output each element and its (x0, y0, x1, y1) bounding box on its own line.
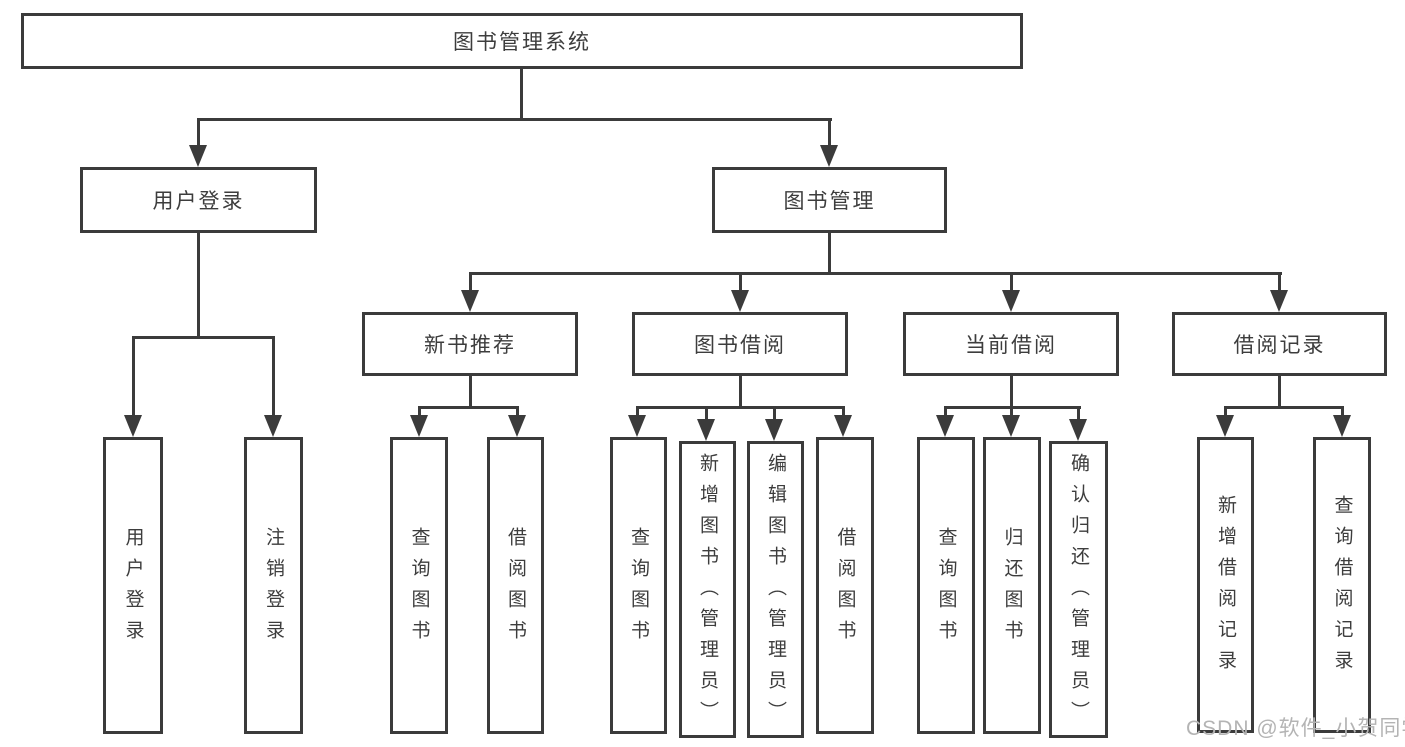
arrow-down-icon (697, 419, 715, 441)
node-label: 用户登录 (152, 190, 245, 213)
node-borrowing-records: 借阅记录 (1172, 312, 1387, 376)
connector-drop (1224, 409, 1227, 416)
connector-drop (1010, 275, 1013, 290)
arrow-down-icon (936, 415, 954, 437)
leaf-label: 查询图书 (628, 526, 649, 651)
leaf-label: 新增图书（管理员） (697, 453, 718, 732)
connector-drop (828, 121, 831, 145)
connector-stem (469, 376, 472, 406)
arrow-down-icon (508, 415, 526, 437)
node-user-login: 用户登录 (80, 167, 317, 233)
leaf-label: 查询借阅记录 (1331, 495, 1353, 681)
connector-hbar (944, 406, 1081, 409)
arrow-down-icon (1270, 290, 1288, 312)
csdn-watermark: CSDN @软件_小贺同学 (1186, 717, 1405, 740)
connector-stem (739, 376, 742, 406)
node-label: 借阅记录 (1233, 334, 1326, 357)
connector-hbar (418, 406, 519, 409)
connector-drop (197, 121, 200, 145)
node-library-management-system: 图书管理系统 (21, 13, 1023, 69)
node-label: 新书推荐 (424, 334, 516, 357)
connector-drop (469, 275, 472, 290)
connector-drop (944, 409, 947, 416)
leaf-label: 借阅图书 (505, 526, 526, 651)
arrow-down-icon (628, 415, 646, 437)
connector-hbar (469, 272, 1282, 275)
leaf-borrow-books-borrowing: 借阅图书 (816, 437, 874, 734)
node-label: 图书管理 (783, 190, 876, 213)
node-book-management: 图书管理 (712, 167, 947, 233)
arrow-down-icon (1002, 290, 1020, 312)
leaf-logout: 注销登录 (244, 437, 303, 734)
leaf-add-book-admin: 新增图书（管理员） (679, 441, 736, 738)
leaf-borrow-books-recommend: 借阅图书 (487, 437, 544, 734)
leaf-label: 查询图书 (408, 526, 430, 651)
leaf-query-books-recommend: 查询图书 (390, 437, 448, 734)
connector-stem (520, 69, 523, 121)
connector-hbar (1224, 406, 1344, 409)
arrow-down-icon (765, 419, 783, 441)
connector-drop (842, 409, 845, 416)
connector-stem (828, 233, 831, 272)
connector-drop (516, 409, 519, 416)
node-label: 图书管理系统 (453, 31, 591, 54)
arrow-down-icon (820, 145, 838, 167)
connector-stem (1278, 376, 1281, 406)
node-current-borrowing: 当前借阅 (903, 312, 1119, 376)
connector-drop (1341, 409, 1344, 416)
leaf-label: 借阅图书 (834, 526, 856, 651)
arrow-down-icon (189, 145, 207, 167)
connector-drop (1278, 275, 1281, 290)
leaf-label: 确认归还（管理员） (1068, 453, 1089, 732)
leaf-label: 用户登录 (122, 526, 144, 651)
arrow-down-icon (461, 290, 479, 312)
leaf-label: 注销登录 (263, 526, 284, 651)
leaf-query-books-borrowing: 查询图书 (610, 437, 667, 734)
leaf-label: 编辑图书（管理员） (765, 453, 786, 732)
connector-drop (1010, 409, 1013, 416)
connector-stem (197, 233, 200, 336)
leaf-confirm-return-admin: 确认归还（管理员） (1049, 441, 1108, 738)
leaf-query-books-current: 查询图书 (917, 437, 975, 734)
connector-drop (272, 339, 275, 415)
connector-drop (773, 409, 776, 419)
leaf-query-borrow-record: 查询借阅记录 (1313, 437, 1371, 733)
connector-drop (1077, 409, 1080, 419)
arrow-down-icon (834, 415, 852, 437)
connector-drop (705, 409, 708, 419)
connector-hbar (197, 118, 832, 121)
arrow-down-icon (1069, 419, 1087, 441)
arrow-down-icon (410, 415, 428, 437)
arrow-down-icon (264, 415, 282, 437)
node-new-book-recommendation: 新书推荐 (362, 312, 578, 376)
leaf-label: 归还图书 (1001, 526, 1023, 651)
connector-drop (132, 339, 135, 415)
connector-hbar (132, 336, 275, 339)
connector-drop (739, 275, 742, 290)
arrow-down-icon (1333, 415, 1351, 437)
leaf-edit-book-admin: 编辑图书（管理员） (747, 441, 804, 738)
leaf-label: 新增借阅记录 (1215, 495, 1236, 681)
connector-drop (418, 409, 421, 416)
leaf-label: 查询图书 (935, 526, 957, 651)
connector-hbar (636, 406, 845, 409)
leaf-return-book: 归还图书 (983, 437, 1041, 734)
arrow-down-icon (1216, 415, 1234, 437)
leaf-user-login: 用户登录 (103, 437, 163, 734)
node-label: 图书借阅 (694, 334, 786, 357)
node-book-borrowing: 图书借阅 (632, 312, 848, 376)
arrow-down-icon (731, 290, 749, 312)
leaf-add-borrow-record: 新增借阅记录 (1197, 437, 1254, 733)
connector-stem (1010, 376, 1013, 406)
arrow-down-icon (124, 415, 142, 437)
connector-drop (636, 409, 639, 416)
node-label: 当前借阅 (965, 334, 1057, 357)
arrow-down-icon (1002, 415, 1020, 437)
